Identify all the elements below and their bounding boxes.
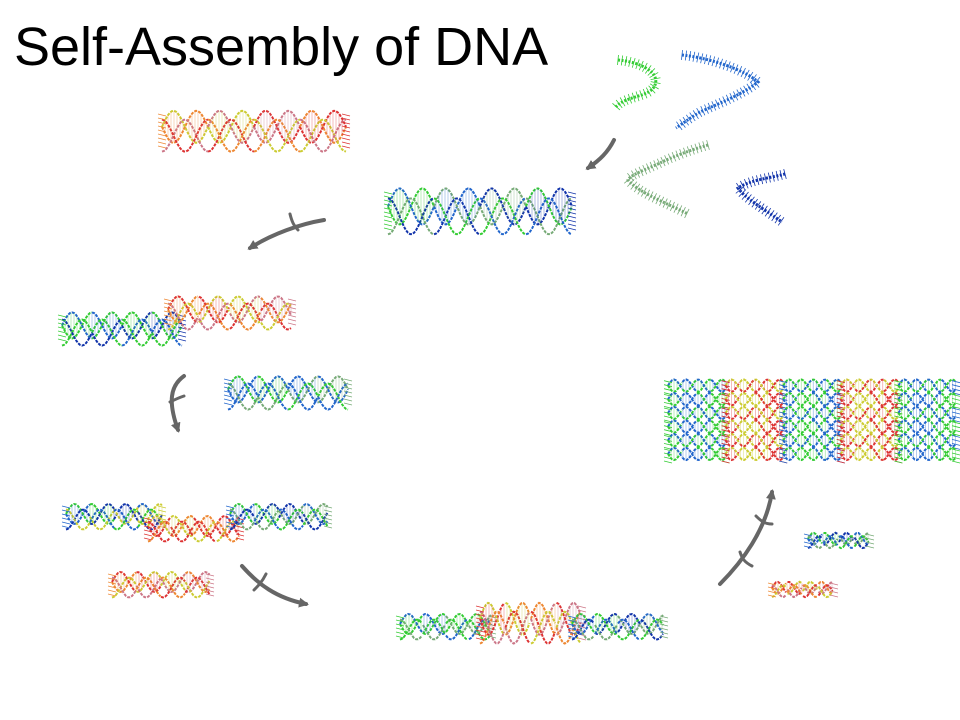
slide-title: Self-Assembly of DNA [14,17,549,77]
three-tiles-middle [143,514,245,543]
arrow-triple-to-array [240,564,309,608]
linear-array-left [395,612,497,641]
linear-array-right [567,612,669,641]
small-tile-blue [803,531,875,550]
arrow-tile-to-pair [247,212,326,250]
joined-tile-green-blue [57,311,187,347]
free-strand-blue [675,49,761,131]
free-strand-sage [623,140,710,219]
tile-green-blue [383,187,577,236]
arrow-pair-to-triple [168,374,186,433]
linear-array-middle [475,601,587,645]
tile-orange-yellow [157,109,351,153]
incoming-tile-blue [223,375,353,411]
three-tiles-right [225,502,333,531]
small-tile-orange [767,580,839,599]
free-strand-navy [735,169,787,226]
joined-tile-orange-red [163,295,297,331]
two-dimensional-lattice [663,378,960,464]
incoming-tile-orange [107,570,215,599]
arrow-array-to-lattice [718,489,776,586]
free-strand-green [612,54,661,111]
arrow-strands-to-tile [585,138,616,170]
three-tiles-left [61,502,167,531]
